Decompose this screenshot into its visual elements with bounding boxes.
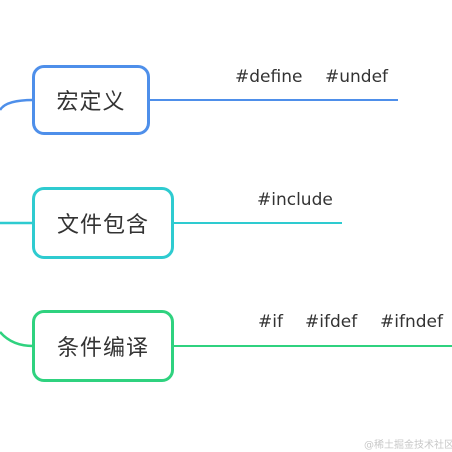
node-label: 条件编译 — [56, 336, 149, 361]
detail-define: #define — [235, 67, 303, 87]
detail-include: #include — [257, 190, 333, 210]
node-file-inclusion[interactable]: 文件包含 — [32, 187, 174, 259]
node-label: 文件包含 — [56, 213, 149, 238]
root-connector-1 — [0, 98, 34, 111]
node-conditional-compilation[interactable]: 条件编译 — [32, 310, 174, 382]
node-label: 宏定义 — [56, 90, 126, 115]
detail-if: #if — [258, 312, 283, 332]
root-connector-3 — [0, 331, 34, 348]
detail-undef: #undef — [325, 67, 389, 87]
detail-ifdef: #ifdef — [305, 312, 358, 332]
detail-ifndef: #ifndef — [380, 312, 443, 332]
node-macro-definition[interactable]: 宏定义 — [32, 65, 150, 135]
watermark: @稀土掘金技术社区 — [364, 440, 452, 451]
